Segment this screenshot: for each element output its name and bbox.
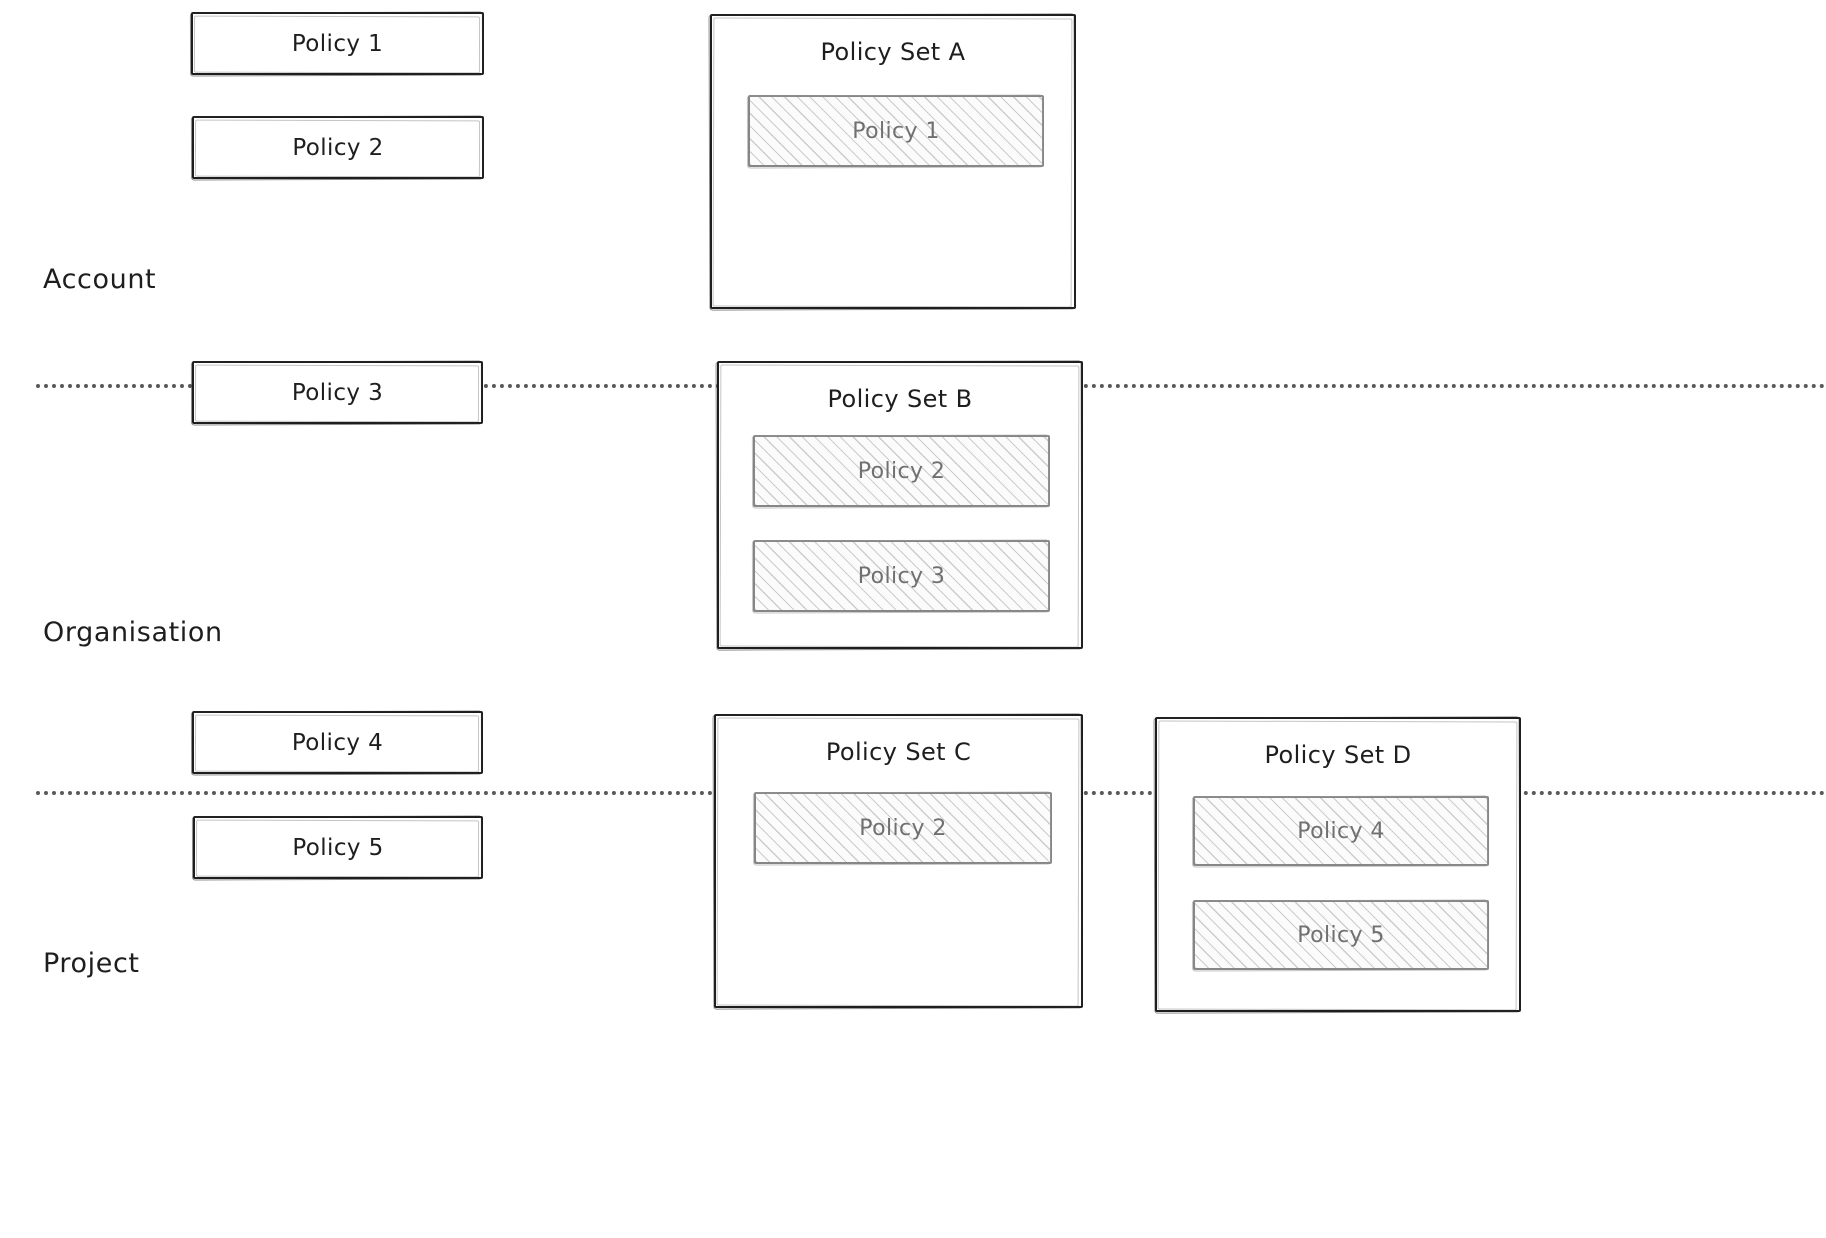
policy-chip-label: Policy 5 (292, 834, 384, 861)
policy-chip-label: Policy 4 (291, 729, 384, 756)
policy-set-member-label: Policy 2 (857, 458, 946, 484)
policy-set-member-label: Policy 1 (852, 118, 940, 144)
policy-chip-label: Policy 1 (291, 30, 384, 57)
policy-set-member-policy-4[interactable]: Policy 4 (1193, 796, 1489, 866)
scope-label-account: Account (43, 264, 157, 295)
policy-set-member-policy-2[interactable]: Policy 2 (754, 792, 1052, 864)
policy-chip-policy-3[interactable]: Policy 3 (192, 361, 483, 424)
policy-set-member-label: Policy 2 (859, 815, 947, 841)
policy-set-a[interactable]: Policy Set A Policy 1 (710, 14, 1076, 309)
policy-set-title: Policy Set C (825, 738, 972, 766)
policy-chip-label: Policy 2 (292, 134, 384, 161)
policy-chip-policy-5[interactable]: Policy 5 (193, 816, 483, 879)
policy-set-b[interactable]: Policy Set B Policy 2 Policy 3 (717, 361, 1083, 649)
policy-set-member-policy-5[interactable]: Policy 5 (1193, 900, 1489, 970)
policy-chip-policy-4[interactable]: Policy 4 (192, 711, 483, 774)
policy-set-title: Policy Set B (827, 385, 973, 413)
policy-chip-label: Policy 3 (291, 379, 384, 406)
policy-set-member-policy-3[interactable]: Policy 3 (753, 540, 1050, 612)
policy-set-title: Policy Set A (820, 38, 966, 66)
policy-chip-policy-1[interactable]: Policy 1 (191, 12, 484, 75)
policy-chip-policy-2[interactable]: Policy 2 (192, 116, 484, 179)
policy-set-member-label: Policy 4 (1297, 818, 1385, 844)
policy-set-member-label: Policy 5 (1297, 922, 1385, 948)
policy-set-c[interactable]: Policy Set C Policy 2 (714, 714, 1083, 1008)
policy-set-d[interactable]: Policy Set D Policy 4 Policy 5 (1155, 717, 1521, 1012)
policy-set-member-label: Policy 3 (857, 563, 946, 589)
policy-set-member-policy-2[interactable]: Policy 2 (753, 435, 1050, 507)
scope-label-project: Project (43, 948, 140, 979)
policy-set-title: Policy Set D (1264, 741, 1412, 769)
scope-label-organisation: Organisation (43, 617, 223, 648)
policy-set-member-policy-1[interactable]: Policy 1 (748, 95, 1044, 167)
